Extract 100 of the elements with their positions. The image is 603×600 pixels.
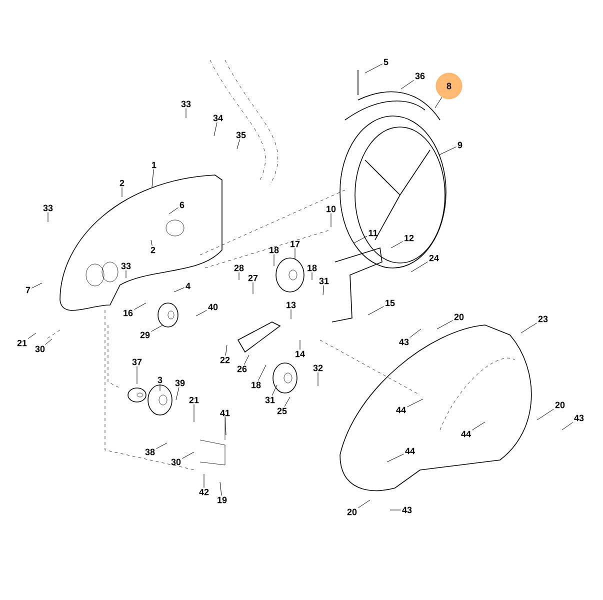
callout-number: 44: [396, 406, 406, 414]
callout-number: 20: [347, 508, 357, 516]
callout-number: 5: [384, 58, 388, 66]
leader-line: [472, 422, 486, 430]
leader-line: [252, 282, 254, 294]
leader-line: [436, 320, 454, 330]
leader-line: [438, 146, 457, 156]
callout-number: 18: [252, 382, 261, 388]
leader-line: [368, 306, 384, 316]
callout-number: 7: [26, 286, 30, 294]
callout-number: 33: [43, 204, 53, 212]
callout-number: 6: [180, 202, 184, 208]
leader-line: [196, 310, 208, 316]
callout-number: 16: [124, 310, 133, 316]
callout-number: 20: [555, 402, 565, 408]
leader-line: [150, 324, 164, 332]
callout-number: 34: [213, 114, 223, 122]
leader-line: [150, 240, 152, 246]
callout-number: 14: [296, 350, 305, 358]
leader-line: [220, 482, 222, 496]
callout-number: 25: [277, 408, 287, 414]
leader-line: [168, 207, 179, 214]
leader-line: [536, 408, 554, 420]
callout-number: 43: [402, 506, 412, 514]
leader-line: [152, 169, 154, 188]
leader-line: [182, 452, 194, 459]
callout-number: 26: [237, 366, 247, 372]
callout-number: 31: [265, 396, 275, 404]
callout-number: 41: [220, 410, 230, 416]
callout-number: 31: [319, 278, 329, 284]
callout-number: 18: [270, 246, 279, 254]
callout-number: 29: [140, 332, 150, 338]
leader-line: [174, 287, 185, 292]
leader-line: [400, 80, 414, 90]
leader-line: [45, 338, 52, 345]
callout-number: 17: [290, 240, 300, 248]
leader-line: [390, 241, 404, 248]
leader-line: [176, 387, 180, 400]
callout-number: 21: [189, 396, 199, 404]
leader-line: [330, 213, 332, 228]
leader-line: [225, 344, 228, 356]
callout-number: 21: [17, 340, 27, 346]
callout-number: 19: [218, 496, 227, 504]
callout-number: 32: [313, 364, 323, 372]
callout-number: 40: [208, 304, 218, 310]
callout-number: 43: [574, 414, 584, 422]
callout-number: 13: [286, 302, 296, 308]
leader-line: [272, 384, 278, 396]
callout-number: 30: [35, 346, 45, 352]
leader-line: [294, 248, 296, 260]
leader-line: [410, 328, 422, 338]
callout-number: 20: [454, 314, 464, 320]
leader-line: [134, 302, 146, 310]
leader-line: [28, 332, 36, 339]
leader-line: [290, 309, 292, 320]
callout-number: 2: [150, 246, 156, 254]
leader-line: [156, 442, 168, 449]
callout-number: 9: [458, 142, 462, 148]
callout-number: 15: [386, 300, 395, 306]
callout-number: 33: [121, 262, 131, 270]
callout-number: 22: [220, 356, 230, 364]
callout-number: 27: [248, 274, 258, 282]
leader-line: [358, 500, 370, 508]
callout-number: 35: [236, 132, 246, 138]
leader-line: [354, 236, 368, 244]
callout-number: 11: [368, 230, 378, 236]
callout-number: 12: [404, 234, 414, 242]
leader-line: [214, 122, 218, 136]
callout-number: 28: [234, 264, 244, 272]
callout-number: 18: [308, 264, 317, 272]
leader-line: [562, 422, 574, 430]
leader-line: [31, 282, 42, 288]
leader-line: [434, 96, 442, 108]
callout-number: 44: [461, 430, 471, 438]
callout-number: 43: [399, 338, 409, 346]
callout-number: 36: [415, 72, 425, 80]
leader-line: [364, 64, 383, 74]
callout-number: 37: [132, 358, 142, 366]
callout-number: 23: [538, 316, 548, 322]
leader-line: [386, 454, 404, 462]
leader-line: [284, 396, 290, 407]
callout-number: 38: [145, 448, 155, 456]
callout-number: 44: [405, 448, 415, 454]
highlighted-callout: 8: [436, 72, 462, 100]
callout-number: 39: [175, 380, 185, 386]
leader-line: [224, 417, 226, 436]
leader-line: [410, 262, 428, 272]
callout-number: 10: [326, 206, 336, 212]
callout-number: 3: [158, 376, 162, 384]
leader-line: [244, 354, 250, 365]
callout-number: 30: [171, 458, 181, 466]
leader-line: [322, 285, 324, 296]
leader-line: [238, 272, 240, 280]
leader-line: [136, 366, 138, 384]
callout-number: 33: [181, 100, 191, 108]
callout-number: 2: [120, 180, 124, 186]
leader-line: [236, 139, 240, 150]
callout-number: 1: [152, 162, 156, 168]
leader-line: [520, 322, 538, 334]
leader-line: [406, 398, 424, 408]
